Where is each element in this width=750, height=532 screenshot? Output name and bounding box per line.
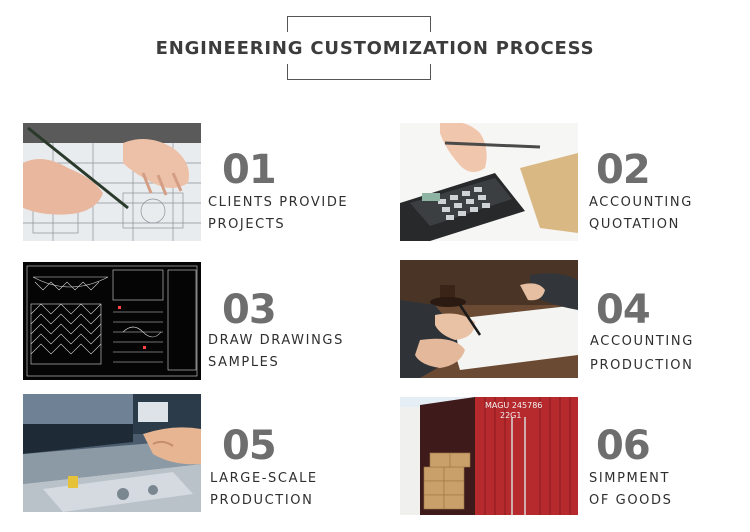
step-line-04a: ACCOUNTING [590,334,694,349]
step-line-02a: ACCOUNTING [589,195,693,210]
step-number-01: 01 [222,147,277,193]
step-line-02b: QUOTATION [589,217,680,232]
step-line-05b: PRODUCTION [210,493,314,508]
contract-signing-photo [400,260,578,378]
step-line-05a: LARGE-SCALE [210,471,318,486]
step-description-03: DRAW DRAWINGS SAMPLES [208,330,344,374]
header-frame-top [287,16,431,32]
hand-drawing-blueprint-photo [23,123,201,241]
shipping-container-photo: MAGU 245786 22G1 [400,397,578,515]
step-description-01: CLIENTS PROVIDE PROJECTS [208,192,348,236]
page-title: ENGINEERING CUSTOMIZATION PROCESS [155,38,595,59]
step-line-06b: OF GOODS [589,493,673,508]
step-number-06: 06 [596,423,651,469]
step-number-03: 03 [222,287,277,333]
step-number-02: 02 [596,147,651,193]
press-brake-photo [23,394,201,512]
step-description-02: ACCOUNTING QUOTATION [589,192,693,236]
step-description-04: ACCOUNTING PRODUCTION [590,330,694,378]
header-frame-bottom [287,64,431,80]
step-line-03b: SAMPLES [208,355,280,370]
step-description-06: SIMPMENT OF GOODS [589,468,672,512]
cad-drawing-photo [23,262,201,380]
container-type-text: 22G1 [500,411,521,420]
step-description-05: LARGE-SCALE PRODUCTION [210,468,318,512]
container-id-text: MAGU 245786 [485,401,542,410]
step-number-04: 04 [596,287,651,333]
step-line-04b: PRODUCTION [590,358,694,373]
step-line-01a: CLIENTS PROVIDE [208,195,349,210]
step-line-03a: DRAW DRAWINGS [208,333,344,348]
step-line-01b: PROJECTS [208,217,286,232]
step-line-06a: SIMPMENT [589,471,671,486]
step-number-05: 05 [222,423,277,469]
calculator-pen-photo [400,123,578,241]
